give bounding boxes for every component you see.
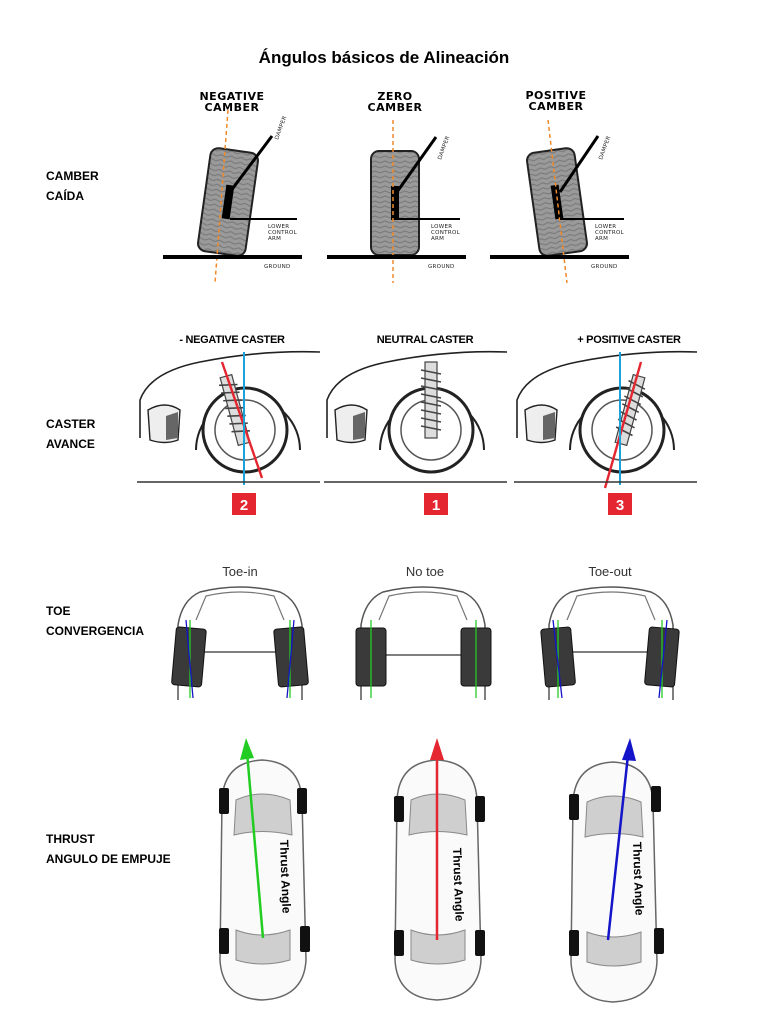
thrust-car-1-front-left-tire [219,788,229,814]
camber-negative-ground-label: GROUND [264,264,291,270]
caster-negative-diagram: - NEGATIVE CASTER 2 [137,334,321,515]
camber-label-en: CAMBER [46,169,99,183]
caster-positive-diagram: + POSITIVE CASTER 3 [514,334,698,515]
row-label-thrust: THRUST ANGULO DE EMPUJE [46,829,171,869]
camber-label-es: CAÍDA [46,189,84,203]
caster-neutral-badge-text: 1 [432,497,440,514]
thrust-car-3-front-right-tire [651,786,661,812]
thrust-car-2-label: Thrust Angle [450,848,467,922]
thrust-car-2-rear-right-tire [475,930,485,956]
toe-out-diagram: Toe-out [540,564,680,700]
thrust-car-1-arrow-line [245,751,265,939]
thrust-car-1-rear-left-tire [219,928,229,954]
camber-negative-damper [228,135,274,193]
caster-positive-red-axis [603,361,643,489]
camber-positive-ground-label: GROUND [591,264,618,270]
thrust-car-3-arrow-line [606,754,630,941]
thrust-car-1: Thrust Angle [219,738,310,1001]
toe-out-title: Toe-out [588,564,632,579]
thrust-car-2-front-left-tire [394,796,404,822]
thrust-car-1-arrow-head [240,738,254,760]
toe-in-diagram: Toe-in [171,564,309,700]
caster-label-es: AVANCE [46,437,95,451]
thrust-car-3-front-left-tire [569,794,579,820]
camber-negative-arm-label-2: CONTROL [268,230,298,236]
caster-neutral-badge [424,493,448,515]
caster-positive-title: + POSITIVE CASTER [577,334,681,346]
camber-zero-damper [395,136,438,193]
toe-label-en: TOE [46,604,71,618]
row-label-caster: CASTER AVANCE [46,414,95,454]
camber-negative-title-2: CAMBER [205,101,260,114]
thrust-car-3-rear-left-tire [569,930,579,956]
no-toe-diagram: No toe [355,564,492,700]
camber-positive-arm-label-3: ARM [595,236,608,242]
thrust-car-2-arrow-head [430,738,444,760]
thrust-car-2: Thrust Angle [394,738,485,1001]
caster-label-en: CASTER [46,417,96,431]
camber-negative-damper-label: DAMPER [274,115,288,141]
row-label-toe: TOE CONVERGENCIA [46,601,144,641]
camber-negative-title-1: NEGATIVE [199,90,264,103]
camber-negative-vertical-line [214,109,229,284]
caster-negative-badge-text: 2 [240,497,248,514]
thrust-car-2-rear-left-tire [394,930,404,956]
camber-zero-arm-label-3: ARM [431,236,444,242]
camber-positive-damper [558,135,600,193]
caster-neutral-diagram: NEUTRAL CASTER 1 [324,334,508,515]
camber-negative-arm-label-3: ARM [268,236,281,242]
thrust-car-3-arrow-head [622,738,636,761]
thrust-car-3-rear-right-tire [654,928,664,954]
caster-negative-red-axis [220,361,264,479]
thrust-label-es: ANGULO DE EMPUJE [46,852,171,866]
camber-positive-title-2: CAMBER [529,100,584,113]
camber-zero-arm-label-1: LOWER [431,224,452,230]
camber-zero-title-1: ZERO [377,90,412,103]
camber-positive-diagram: POSITIVE CAMBER DAMPER LOWER CONTROL ARM… [490,89,629,284]
camber-negative-diagram: NEGATIVE CAMBER DAMPER LOWER CONTROL ARM… [163,90,302,284]
row-label-camber: CAMBER CAÍDA [46,166,99,206]
caster-negative-title: - NEGATIVE CASTER [179,334,285,346]
no-toe-title: No toe [406,564,444,579]
toe-in-title: Toe-in [222,564,257,579]
caster-negative-badge [232,493,256,515]
thrust-label-en: THRUST [46,832,95,846]
camber-positive-damper-label: DAMPER [598,135,612,161]
camber-zero-tire [370,150,420,256]
camber-zero-ground-label: GROUND [428,264,455,270]
caster-positive-badge [608,493,632,515]
camber-positive-title-1: POSITIVE [525,89,586,102]
caster-neutral-title: NEUTRAL CASTER [377,334,474,346]
thrust-car-1-rear-right-tire [300,926,310,952]
camber-zero-damper-label: DAMPER [437,135,451,161]
toe-label-es: CONVERGENCIA [46,624,145,638]
camber-zero-title-2: CAMBER [368,101,423,114]
camber-zero-arm-label-2: CONTROL [431,230,461,236]
thrust-car-1-label: Thrust Angle [277,840,294,914]
page-title: Ángulos básicos de Alineación [258,48,510,67]
camber-positive-arm-label-1: LOWER [595,224,616,230]
camber-positive-arm-label-2: CONTROL [595,230,625,236]
thrust-car-2-front-right-tire [475,796,485,822]
thrust-car-3: Thrust Angle [569,738,664,1003]
thrust-car-3-label: Thrust Angle [630,842,647,916]
caster-positive-badge-text: 3 [616,497,624,514]
camber-negative-arm-label-1: LOWER [268,224,289,230]
camber-zero-diagram: ZERO CAMBER DAMPER LOWER CONTROL ARM GRO… [327,90,466,283]
thrust-car-1-front-right-tire [297,788,307,814]
